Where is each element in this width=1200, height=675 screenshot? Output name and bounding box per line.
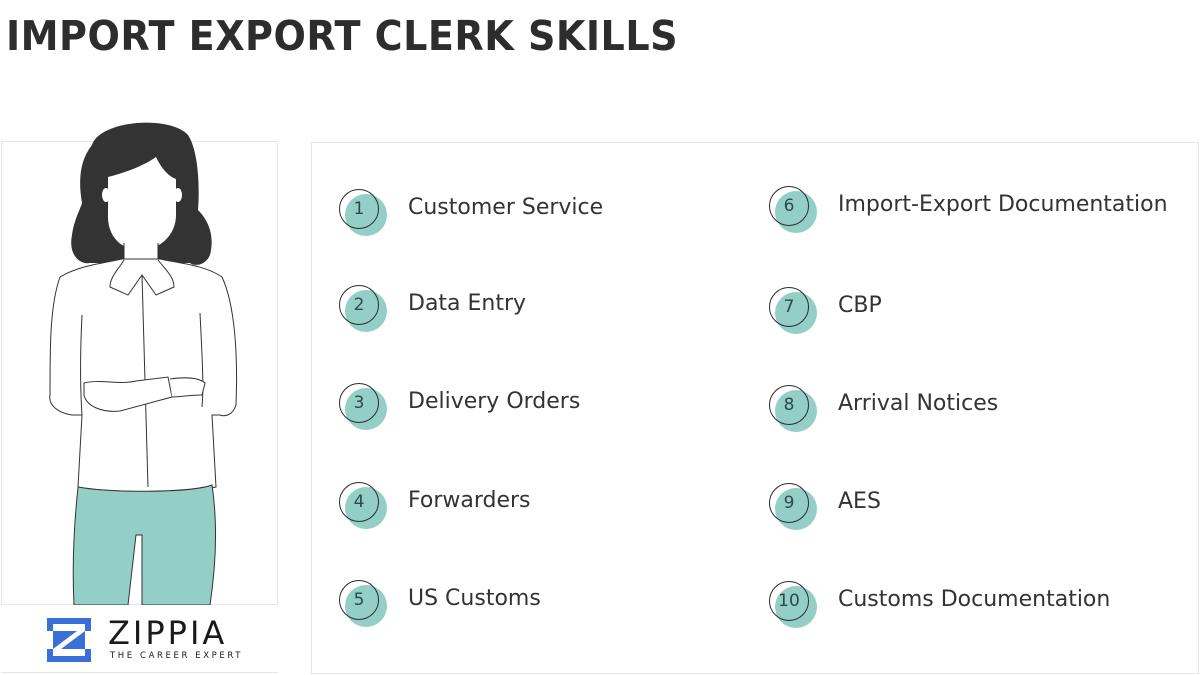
skill-label: Data Entry bbox=[408, 291, 527, 316]
number-badge: 10 bbox=[769, 581, 819, 631]
number-badge: 6 bbox=[769, 186, 819, 236]
zippia-z-logo-icon bbox=[47, 618, 91, 662]
brand-name: ZIPPIA bbox=[108, 614, 228, 652]
skills-panel bbox=[311, 142, 1199, 674]
skill-label: Forwarders bbox=[408, 488, 531, 513]
brand-tagline: THE CAREER EXPERT bbox=[110, 651, 244, 661]
skill-label: Arrival Notices bbox=[838, 391, 999, 416]
shirt-shape bbox=[49, 258, 238, 492]
pants-shape bbox=[72, 484, 217, 605]
number-badge: 1 bbox=[339, 189, 389, 239]
number-badge: 7 bbox=[769, 287, 819, 337]
skill-label: Import-Export Documentation bbox=[838, 192, 1168, 217]
skill-label: US Customs bbox=[408, 586, 541, 611]
number-badge: 4 bbox=[339, 482, 389, 532]
skill-label: Delivery Orders bbox=[408, 389, 581, 414]
number-badge: 5 bbox=[339, 580, 389, 630]
face-shape bbox=[108, 157, 176, 250]
skill-label: AES bbox=[838, 489, 881, 514]
number-badge: 3 bbox=[339, 383, 389, 433]
number-badge: 2 bbox=[339, 285, 389, 335]
number-badge: 8 bbox=[769, 385, 819, 435]
number-badge: 9 bbox=[769, 483, 819, 533]
skill-label: CBP bbox=[838, 293, 882, 318]
page-title: IMPORT EXPORT CLERK SKILLS bbox=[6, 12, 679, 60]
woman-arms-crossed-illustration bbox=[49, 122, 238, 605]
skill-label: Customs Documentation bbox=[838, 587, 1111, 612]
skill-label: Customer Service bbox=[408, 195, 604, 220]
